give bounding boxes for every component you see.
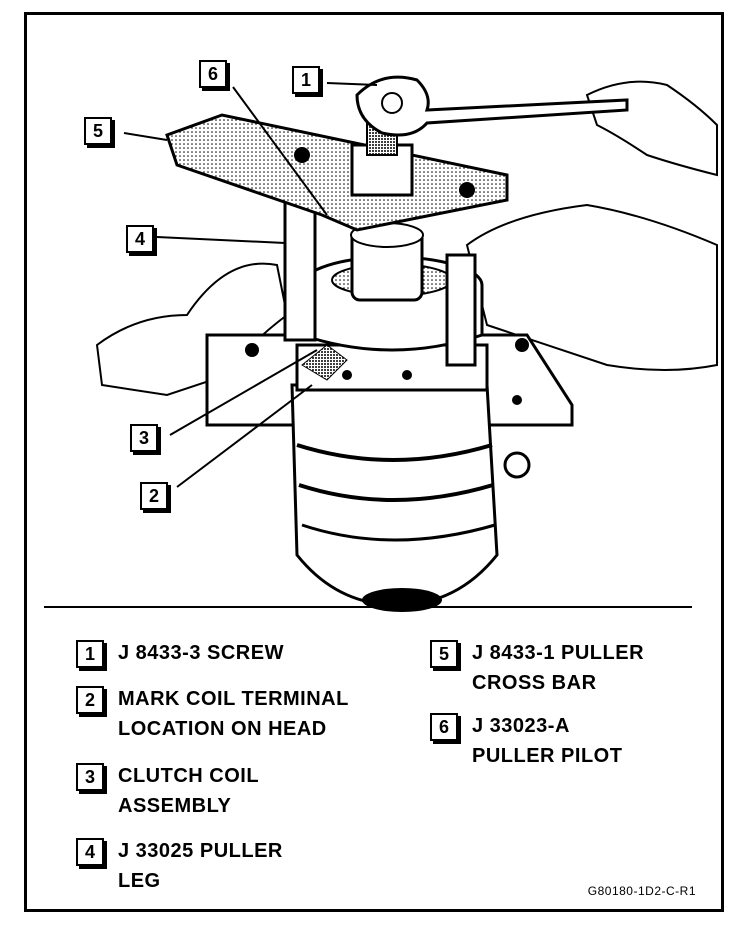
wrench — [355, 75, 629, 137]
legend-text: CLUTCH COIL ASSEMBLY — [118, 765, 260, 817]
puller-leg-right — [445, 253, 477, 367]
right-hand — [465, 203, 718, 371]
legend-text: J 33025 PULLER LEG — [118, 840, 283, 892]
figure-frame — [24, 12, 724, 912]
callout-4: 4 — [126, 225, 154, 253]
legend-number: 6 — [430, 713, 458, 741]
legend-item-5: 5 J 8433-1 PULLER CROSS BAR — [430, 640, 644, 698]
legend-item-4: 4 J 33025 PULLER LEG — [76, 838, 283, 896]
legend-divider — [44, 606, 692, 608]
legend-number: 4 — [76, 838, 104, 866]
legend-number: 2 — [76, 686, 104, 714]
top-hand — [585, 80, 718, 177]
legend-item-6: 6 J 33023-A PULLER PILOT — [430, 713, 622, 771]
legend-number: 5 — [430, 640, 458, 668]
callout-3: 3 — [130, 424, 158, 452]
compressor-body — [290, 383, 499, 607]
callout-6: 6 — [199, 60, 227, 88]
puller-leg-left — [283, 198, 317, 342]
legend-text: J 8433-1 PULLER CROSS BAR — [472, 642, 645, 694]
legend-item-1: 1 J 8433-3 SCREW — [76, 640, 284, 668]
legend-text: J 33023-A PULLER PILOT — [472, 715, 623, 767]
legend-text: J 8433-3 SCREW — [118, 642, 284, 664]
figure-id: G80180-1D2-C-R1 — [587, 884, 696, 898]
legend-text: MARK COIL TERMINAL LOCATION ON HEAD — [118, 688, 349, 740]
callout-1: 1 — [292, 66, 320, 94]
legend-item-3: 3 CLUTCH COIL ASSEMBLY — [76, 763, 259, 821]
legend-number: 1 — [76, 640, 104, 668]
legend-number: 3 — [76, 763, 104, 791]
callout-2: 2 — [140, 482, 168, 510]
legend-item-2: 2 MARK COIL TERMINAL LOCATION ON HEAD — [76, 686, 349, 744]
puller-illustration — [95, 75, 718, 612]
callout-5: 5 — [84, 117, 112, 145]
puller-cross-bar — [165, 113, 509, 232]
